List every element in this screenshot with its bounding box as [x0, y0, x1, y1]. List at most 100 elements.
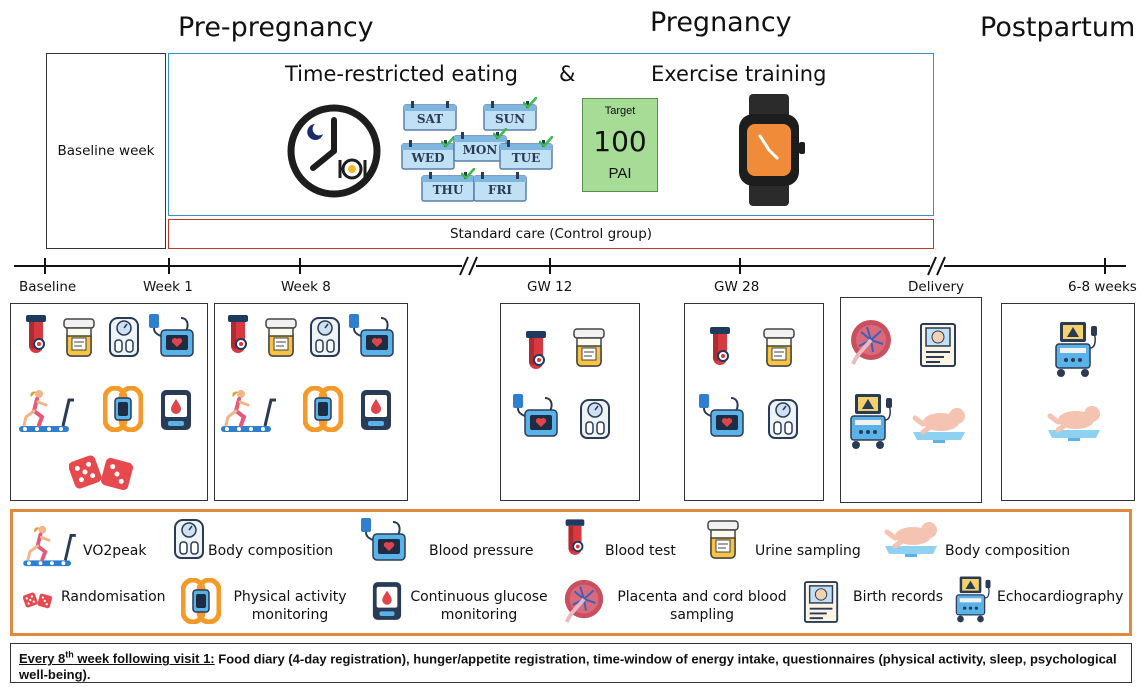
- calendar-day-mon: MON: [453, 132, 507, 162]
- timeline-tick: [44, 258, 46, 274]
- infant-scale-icon: [907, 402, 971, 444]
- timeline-tick: [739, 258, 741, 274]
- dice-icon: [69, 452, 135, 492]
- calendar-day-fri: FRI: [473, 172, 527, 202]
- timeline-label-week8: Week 8: [281, 279, 331, 295]
- phase-postpartum: Postpartum: [980, 12, 1136, 43]
- legend-infant-body-composition: Body composition: [945, 543, 1071, 559]
- legend-blood-test: Blood test: [605, 543, 676, 559]
- echocardiography-icon: [953, 574, 993, 624]
- pai-target-label: Target: [604, 105, 636, 117]
- blood-pressure-icon: [359, 516, 407, 562]
- blood-test-icon: [223, 314, 253, 358]
- check-icon: [493, 128, 507, 140]
- timeline-tick: [1104, 258, 1106, 274]
- timeline-axis: [14, 265, 1126, 267]
- footer-lead-sup: th: [65, 650, 74, 660]
- intervention-box: Time-restricted eating & Exercise traini…: [168, 53, 934, 216]
- birth-record-icon: [803, 580, 841, 624]
- visit-box-week8: [214, 303, 408, 501]
- legend-panel: VO2peak Body composition Blood pressure …: [10, 509, 1132, 636]
- axis-break-mark: [927, 256, 946, 276]
- body-scale-icon: [307, 316, 343, 358]
- pai-target-box: Target 100 PAI: [582, 98, 658, 192]
- treadmill-icon: [219, 388, 279, 434]
- calendar-day-thu: THU: [421, 172, 475, 202]
- standard-care-label: Standard care (Control group): [449, 226, 653, 242]
- timeline-label-postpartum: 6-8 weeks: [1068, 279, 1137, 295]
- blood-test-icon: [561, 518, 589, 560]
- footer-lead-rest: week following visit 1:: [73, 651, 215, 667]
- timeline-label-delivery: Delivery: [908, 279, 965, 295]
- treadmill-icon: [17, 388, 77, 434]
- blood-pressure-icon: [347, 312, 395, 358]
- visit-box-gw28: [684, 303, 824, 501]
- blood-test-icon: [521, 330, 551, 374]
- urine-sample-icon: [263, 318, 299, 358]
- timeline-tick: [168, 258, 170, 274]
- baseline-week-box: Baseline week: [46, 53, 166, 249]
- legend-body-composition: Body composition: [208, 543, 334, 559]
- blood-pressure-icon: [511, 392, 559, 438]
- baseline-week-label: Baseline week: [57, 143, 155, 159]
- calendar-day-sun: SUN: [483, 101, 537, 131]
- urine-sample-icon: [61, 318, 97, 358]
- check-icon: [539, 136, 553, 148]
- footer-note: Every 8th week following visit 1: Food d…: [10, 643, 1132, 683]
- calendar-day-wed: WED: [401, 140, 455, 170]
- infant-scale-icon: [879, 516, 943, 558]
- legend-urine-sampling: Urine sampling: [755, 543, 861, 559]
- footer-text: Food diary (4-day registration), hunger/…: [19, 651, 1117, 683]
- activity-band-icon: [103, 386, 143, 432]
- infant-scale-icon: [1042, 400, 1106, 442]
- activity-band-icon: [181, 578, 221, 624]
- blood-test-icon: [705, 326, 735, 370]
- cgm-icon: [359, 388, 393, 432]
- body-scale-icon: [765, 398, 801, 440]
- placenta-icon: [847, 318, 895, 366]
- urine-sample-icon: [571, 328, 607, 368]
- legend-vo2peak: VO2peak: [83, 543, 147, 559]
- urine-sample-icon: [705, 520, 741, 560]
- echocardiography-icon: [1052, 320, 1100, 378]
- echocardiography-icon: [847, 392, 895, 450]
- phase-pre-pregnancy: Pre-pregnancy: [178, 12, 374, 43]
- footer-lead: Every 8: [19, 651, 66, 667]
- legend-birth-records: Birth records: [853, 589, 944, 605]
- body-scale-icon: [171, 518, 207, 560]
- calendar-day-tue: TUE: [499, 140, 553, 170]
- phase-pregnancy: Pregnancy: [650, 7, 792, 38]
- check-icon: [523, 97, 537, 109]
- pai-unit: PAI: [608, 165, 632, 182]
- timeline-tick: [549, 258, 551, 274]
- timeline-label-gw12: GW 12: [527, 279, 573, 295]
- visit-box-delivery: [840, 297, 982, 503]
- ampersand: &: [559, 62, 576, 86]
- activity-band-icon: [303, 386, 343, 432]
- legend-blood-pressure: Blood pressure: [429, 543, 534, 559]
- timeline-tick: [299, 258, 301, 274]
- urine-sample-icon: [761, 328, 797, 368]
- visit-box-gw12: [500, 303, 640, 501]
- exercise-label: Exercise training: [651, 62, 827, 86]
- timeline-label-baseline: Baseline: [19, 279, 77, 295]
- visit-box-postpartum: [1001, 303, 1135, 501]
- standard-care-box: Standard care (Control group): [168, 219, 934, 249]
- smartwatch-icon: [739, 94, 805, 206]
- cgm-icon: [159, 388, 193, 432]
- legend-randomisation: Randomisation: [61, 589, 166, 605]
- blood-pressure-icon: [697, 392, 745, 438]
- clock-icon: [287, 104, 381, 198]
- body-scale-icon: [577, 398, 613, 440]
- pai-target-value: 100: [593, 125, 647, 158]
- blood-pressure-icon: [147, 312, 195, 358]
- legend-echocardiography: Echocardiography: [997, 589, 1124, 605]
- dice-icon: [23, 580, 53, 620]
- treadmill-icon: [21, 524, 79, 568]
- placenta-icon: [561, 578, 607, 624]
- birth-record-icon: [919, 322, 959, 368]
- axis-break-mark: [459, 256, 478, 276]
